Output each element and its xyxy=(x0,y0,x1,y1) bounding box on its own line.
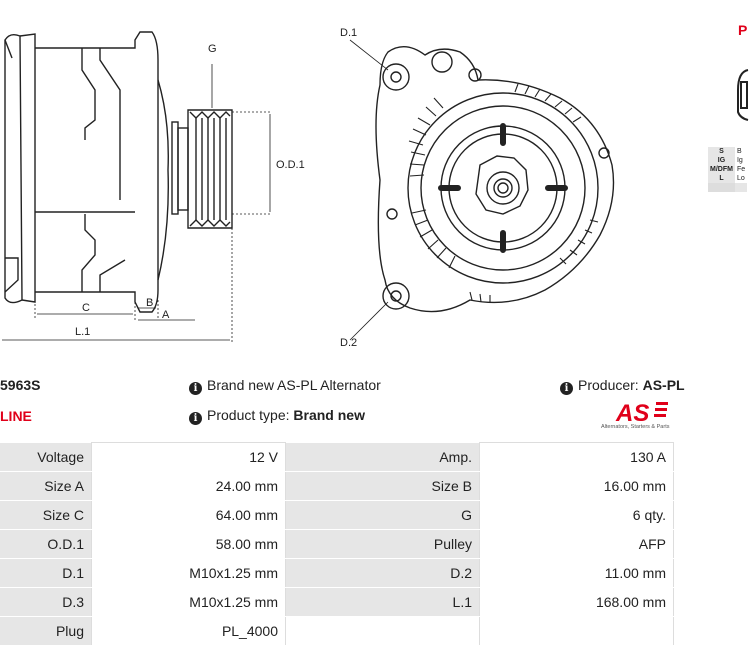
spec-label: G xyxy=(285,500,480,530)
table-row: Size C 64.00 mm G 6 qty. xyxy=(0,500,674,530)
spec-label: Voltage xyxy=(0,442,92,472)
pinout-title: P xyxy=(738,22,748,38)
spec-label: D.1 xyxy=(0,558,92,588)
spec-label: D.2 xyxy=(285,558,480,588)
spec-value xyxy=(479,616,674,646)
producer-info: i Producer: AS-PL xyxy=(560,377,685,395)
dim-label-g: G xyxy=(208,43,217,55)
product-type-value: Brand new xyxy=(293,407,365,423)
pinout-row xyxy=(708,183,748,192)
pin-desc: Fe xyxy=(736,166,746,173)
spec-value: M10x1.25 mm xyxy=(91,587,286,617)
logo-caption: Alternators, Starters & Parts xyxy=(601,424,670,430)
dim-label-od1: O.D.1 xyxy=(276,159,305,171)
spec-value: 24.00 mm xyxy=(91,471,286,501)
brand-info: i Brand new AS-PL Alternator xyxy=(189,377,381,395)
producer-label: Producer: xyxy=(578,377,639,393)
spec-label: D.3 xyxy=(0,587,92,617)
pin-key: M/DFM xyxy=(708,165,735,174)
spec-value: 64.00 mm xyxy=(91,500,286,530)
spec-value: AFP xyxy=(479,529,674,559)
spec-value: 168.00 mm xyxy=(479,587,674,617)
spec-label: Plug xyxy=(0,616,92,646)
spec-value: 12 V xyxy=(91,442,286,472)
pin-desc: B xyxy=(736,148,742,155)
spec-value: PL_4000 xyxy=(91,616,286,646)
dim-label-b: B xyxy=(146,297,153,309)
pin-key: S xyxy=(708,147,735,156)
dim-label-c: C xyxy=(82,302,90,314)
table-row: D.3 M10x1.25 mm L.1 168.00 mm xyxy=(0,587,674,617)
spec-label: Size C xyxy=(0,500,92,530)
logo-text: AS xyxy=(615,400,649,427)
spec-value: 130 A xyxy=(479,442,674,472)
dim-label-l1: L.1 xyxy=(75,326,90,338)
spec-value: M10x1.25 mm xyxy=(91,558,286,588)
product-code: 5963S xyxy=(0,377,41,393)
dim-label-a: A xyxy=(162,309,170,321)
spec-value: 58.00 mm xyxy=(91,529,286,559)
table-row: Size A 24.00 mm Size B 16.00 mm xyxy=(0,471,674,501)
pin-desc: Lo xyxy=(736,175,745,182)
table-row: Plug PL_4000 xyxy=(0,616,674,646)
alternator-drawing: G O.D.1 B A C L.1 D.1 D.2 xyxy=(2,27,749,349)
product-type-info: i Product type: Brand new xyxy=(189,407,365,425)
spec-value: 16.00 mm xyxy=(479,471,674,501)
product-type-label: Product type: xyxy=(207,407,290,423)
dim-label-d1: D.1 xyxy=(340,27,357,39)
pin-desc: Ig xyxy=(736,157,743,164)
spec-label xyxy=(285,616,480,646)
info-icon: i xyxy=(560,382,573,395)
dim-label-d2: D.2 xyxy=(340,337,357,349)
brand-text: Brand new AS-PL Alternator xyxy=(207,377,381,393)
pin-key: IG xyxy=(708,156,735,165)
table-row: O.D.1 58.00 mm Pulley AFP xyxy=(0,529,674,559)
info-icon: i xyxy=(189,382,202,395)
as-pl-logo: AS xyxy=(615,400,668,427)
spec-value: 11.00 mm xyxy=(479,558,674,588)
product-line: LINE xyxy=(0,408,32,424)
spec-label: Amp. xyxy=(285,442,480,472)
specs-table: Voltage 12 V Amp. 130 A Size A 24.00 mm … xyxy=(0,442,674,646)
spec-value: 6 qty. xyxy=(479,500,674,530)
spec-label: Size B xyxy=(285,471,480,501)
table-row: Voltage 12 V Amp. 130 A xyxy=(0,442,674,472)
spec-label: L.1 xyxy=(285,587,480,617)
info-icon: i xyxy=(189,412,202,425)
table-row: D.1 M10x1.25 mm D.2 11.00 mm xyxy=(0,558,674,588)
spec-label: O.D.1 xyxy=(0,529,92,559)
spec-label: Pulley xyxy=(285,529,480,559)
pin-key: L xyxy=(708,174,735,183)
spec-label: Size A xyxy=(0,471,92,501)
producer-value: AS-PL xyxy=(642,377,685,393)
